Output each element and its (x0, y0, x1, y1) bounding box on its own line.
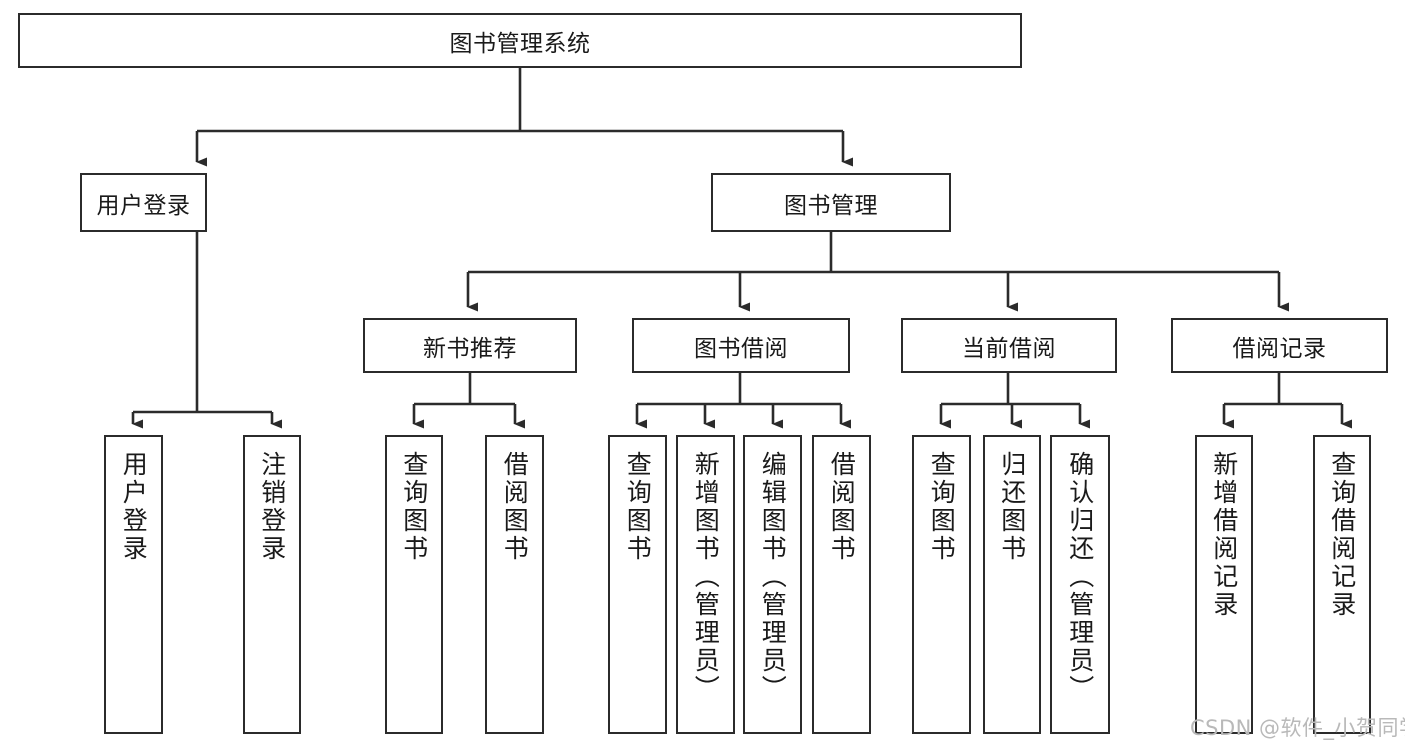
node-label: 新增图书（管理员） (691, 451, 721, 703)
node-label: 借阅图书 (827, 451, 857, 563)
edge-group-new-book (412, 373, 525, 429)
node-label: 图书管理系统 (449, 30, 591, 57)
node-label: 查询图书 (623, 451, 653, 563)
node-label: 用户登录 (119, 451, 149, 563)
node-label: 图书管理 (784, 192, 878, 219)
node-label: 查询借阅记录 (1327, 451, 1357, 619)
edge-group-current-borrow (939, 373, 1090, 429)
leaf-borrow-book-borrowing[interactable]: 借阅图书 (812, 435, 871, 734)
node-user-login[interactable]: 用户登录 (80, 173, 207, 232)
node-label: 借阅图书 (500, 451, 530, 563)
leaf-query-book-borrowing[interactable]: 查询图书 (608, 435, 667, 734)
node-label: 归还图书 (997, 451, 1027, 563)
leaf-add-borrow-record[interactable]: 新增借阅记录 (1195, 435, 1253, 734)
node-label: 确认归还（管理员） (1065, 451, 1095, 703)
node-new-book-recommendation[interactable]: 新书推荐 (363, 318, 577, 373)
node-borrowing-record[interactable]: 借阅记录 (1171, 318, 1388, 373)
node-label: 借阅记录 (1232, 335, 1327, 362)
leaf-logout[interactable]: 注销登录 (243, 435, 301, 734)
node-label: 图书借阅 (694, 335, 788, 362)
leaf-query-book-new[interactable]: 查询图书 (385, 435, 443, 734)
node-book-management[interactable]: 图书管理 (711, 173, 951, 232)
node-label: 查询图书 (399, 451, 429, 563)
leaf-query-book-current[interactable]: 查询图书 (912, 435, 971, 734)
leaf-borrow-book-new[interactable]: 借阅图书 (485, 435, 544, 734)
edge-group-root (195, 68, 853, 167)
leaf-confirm-return-admin[interactable]: 确认归还（管理员） (1050, 435, 1110, 734)
leaf-add-book-admin[interactable]: 新增图书（管理员） (676, 435, 735, 734)
node-book-borrowing[interactable]: 图书借阅 (632, 318, 850, 373)
leaf-edit-book-admin[interactable]: 编辑图书（管理员） (743, 435, 802, 734)
leaf-query-borrow-record[interactable]: 查询借阅记录 (1313, 435, 1371, 734)
node-label: 编辑图书（管理员） (758, 451, 788, 703)
edge-group-user-login (131, 232, 282, 429)
leaf-return-book[interactable]: 归还图书 (983, 435, 1041, 734)
node-current-borrowing[interactable]: 当前借阅 (901, 318, 1117, 373)
edge-group-book-management (466, 232, 1289, 312)
node-label: 用户登录 (96, 192, 191, 219)
node-label: 查询图书 (927, 451, 957, 563)
edge-group-borrow-record (1222, 373, 1352, 429)
edge-group-book-borrow (635, 373, 851, 429)
node-root-book-management-system[interactable]: 图书管理系统 (18, 13, 1022, 68)
node-label: 注销登录 (257, 451, 287, 563)
csdn-watermark: CSDN @软件_小贺同学 (1190, 716, 1405, 740)
node-label: 当前借阅 (962, 335, 1056, 362)
node-label: 新增借阅记录 (1209, 451, 1239, 619)
node-label: 新书推荐 (423, 335, 517, 362)
leaf-user-login[interactable]: 用户登录 (104, 435, 163, 734)
